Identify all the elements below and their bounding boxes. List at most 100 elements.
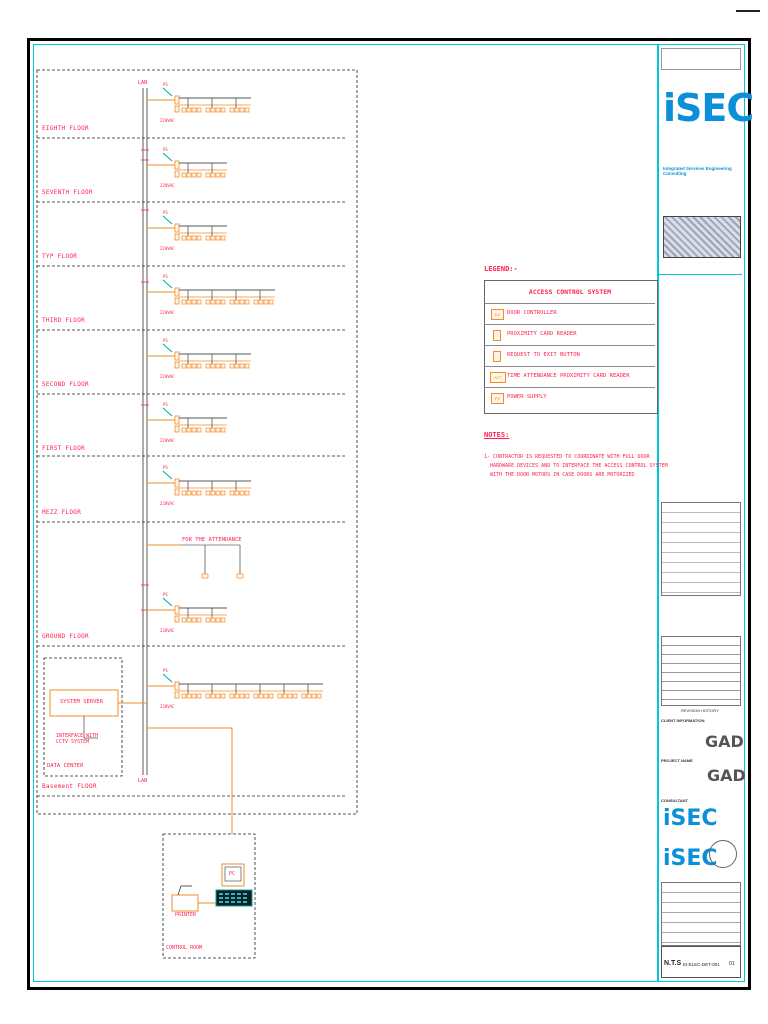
door-device xyxy=(186,427,192,433)
door-device xyxy=(234,490,240,496)
floor-label-seventh: SEVENTH FLOOR xyxy=(42,189,93,196)
door-controller-icon: DC xyxy=(491,309,504,320)
door-device xyxy=(282,693,288,699)
lan-label-bottom: LAN xyxy=(138,778,148,784)
ps-link xyxy=(162,407,173,417)
door-device xyxy=(191,172,197,178)
ps-label: PS xyxy=(163,210,168,215)
notes-line-3: WITH THE DOOR MOTORS IN CASE DOORS ARE M… xyxy=(490,472,635,478)
title-block-frame xyxy=(657,44,745,982)
door-device xyxy=(191,235,197,241)
door-device xyxy=(186,363,192,369)
door-device xyxy=(244,299,250,305)
door-controller xyxy=(174,605,180,615)
supply-label: 220VAC xyxy=(160,183,175,188)
tb-divider xyxy=(659,274,742,275)
door-controller xyxy=(174,95,180,105)
exit-button-icon xyxy=(493,351,501,362)
stamp-circle xyxy=(709,840,737,868)
power-supply xyxy=(174,170,180,178)
door-device xyxy=(210,490,216,496)
ps-label: PS xyxy=(163,274,168,279)
door-device xyxy=(215,617,221,623)
door-device xyxy=(215,490,221,496)
power-supply xyxy=(174,425,180,433)
power-supply xyxy=(174,297,180,305)
door-device xyxy=(215,299,221,305)
legend-row-time-attendance: ATT TIME ATTENDANCE PROXIMITY CARD READE… xyxy=(485,366,655,388)
door-device xyxy=(205,617,211,623)
ps-link xyxy=(162,87,173,97)
door-device xyxy=(258,299,264,305)
door-device xyxy=(244,693,250,699)
power-supply xyxy=(174,488,180,496)
door-device xyxy=(220,363,226,369)
scale-value: N.T.S xyxy=(664,960,682,967)
power-supply xyxy=(174,361,180,369)
door-device xyxy=(220,235,226,241)
door-device xyxy=(196,107,202,113)
ps-label: PS xyxy=(163,668,168,673)
revision-history-label: REVISION HISTORY xyxy=(681,708,719,713)
door-device xyxy=(210,617,216,623)
door-device xyxy=(196,172,202,178)
door-device xyxy=(263,693,269,699)
lan-label-top: LAN xyxy=(138,80,148,86)
door-device xyxy=(229,363,235,369)
notes-line-1: 1- CONTRACTOR IS REQUESTED TO COORDINATE… xyxy=(484,454,650,460)
door-controller xyxy=(174,223,180,233)
tb-header-lines xyxy=(661,48,741,70)
system-server-label: SYSTEM SERVER xyxy=(60,699,104,705)
door-device xyxy=(268,299,274,305)
door-device xyxy=(205,427,211,433)
project-name-label: PROJECT NAME xyxy=(661,758,693,763)
client-info-label: CLIENT INFORMATION xyxy=(661,718,705,723)
firm-logo-text: iSEC xyxy=(663,86,754,130)
pc-label: PC xyxy=(229,871,236,877)
ps-link xyxy=(162,215,173,225)
door-device xyxy=(215,427,221,433)
firm-tagline: Integrated Services Engineering Consulti… xyxy=(663,166,732,176)
door-device xyxy=(186,235,192,241)
floor-label-first: FIRST FLOOR xyxy=(42,445,86,452)
door-device xyxy=(196,693,202,699)
floor-label-third: THIRD FLOOR xyxy=(42,317,86,324)
door-device xyxy=(258,693,264,699)
door-device xyxy=(191,107,197,113)
isec-logo: iSEC xyxy=(663,86,754,130)
door-device xyxy=(229,107,235,113)
door-device xyxy=(181,693,187,699)
door-device xyxy=(239,299,245,305)
cctv-interface-label: INTERFACE WITH CCTV SYSTEM xyxy=(56,733,99,745)
door-controller xyxy=(174,351,180,361)
door-controller xyxy=(174,415,180,425)
door-device xyxy=(186,693,192,699)
power-supply xyxy=(174,615,180,623)
door-device xyxy=(210,427,216,433)
floor-label-eighth: EIGHTH FLOOR xyxy=(42,125,89,132)
floor-label-basement: Basement FLOOR xyxy=(42,783,97,790)
door-device xyxy=(253,693,259,699)
printer-label: PRINTER xyxy=(175,912,197,918)
door-device xyxy=(244,490,250,496)
door-device xyxy=(215,107,221,113)
attendance-note: FOR THE ATTENDANCE xyxy=(182,537,242,543)
door-device xyxy=(181,490,187,496)
title-block: iSEC Integrated Services Engineering Con… xyxy=(659,46,754,978)
revision-number: 01 xyxy=(729,961,735,967)
notes-line-2: HARDWARE DEVICES AND TO INTERFACE THE AC… xyxy=(490,463,668,469)
door-device xyxy=(277,693,283,699)
legend-text: DOOR CONTROLLER xyxy=(507,310,557,316)
door-device xyxy=(205,363,211,369)
ps-label: PS xyxy=(163,465,168,470)
ps-link xyxy=(162,279,173,289)
door-device xyxy=(205,235,211,241)
door-device xyxy=(191,427,197,433)
legend-row-card-reader: PROXIMITY CARD READER xyxy=(485,324,655,346)
door-device xyxy=(210,299,216,305)
door-device xyxy=(205,172,211,178)
approval-table xyxy=(661,502,741,596)
ps-label: PS xyxy=(163,338,168,343)
ps-link xyxy=(162,343,173,353)
supply-label: 220VAC xyxy=(160,438,175,443)
